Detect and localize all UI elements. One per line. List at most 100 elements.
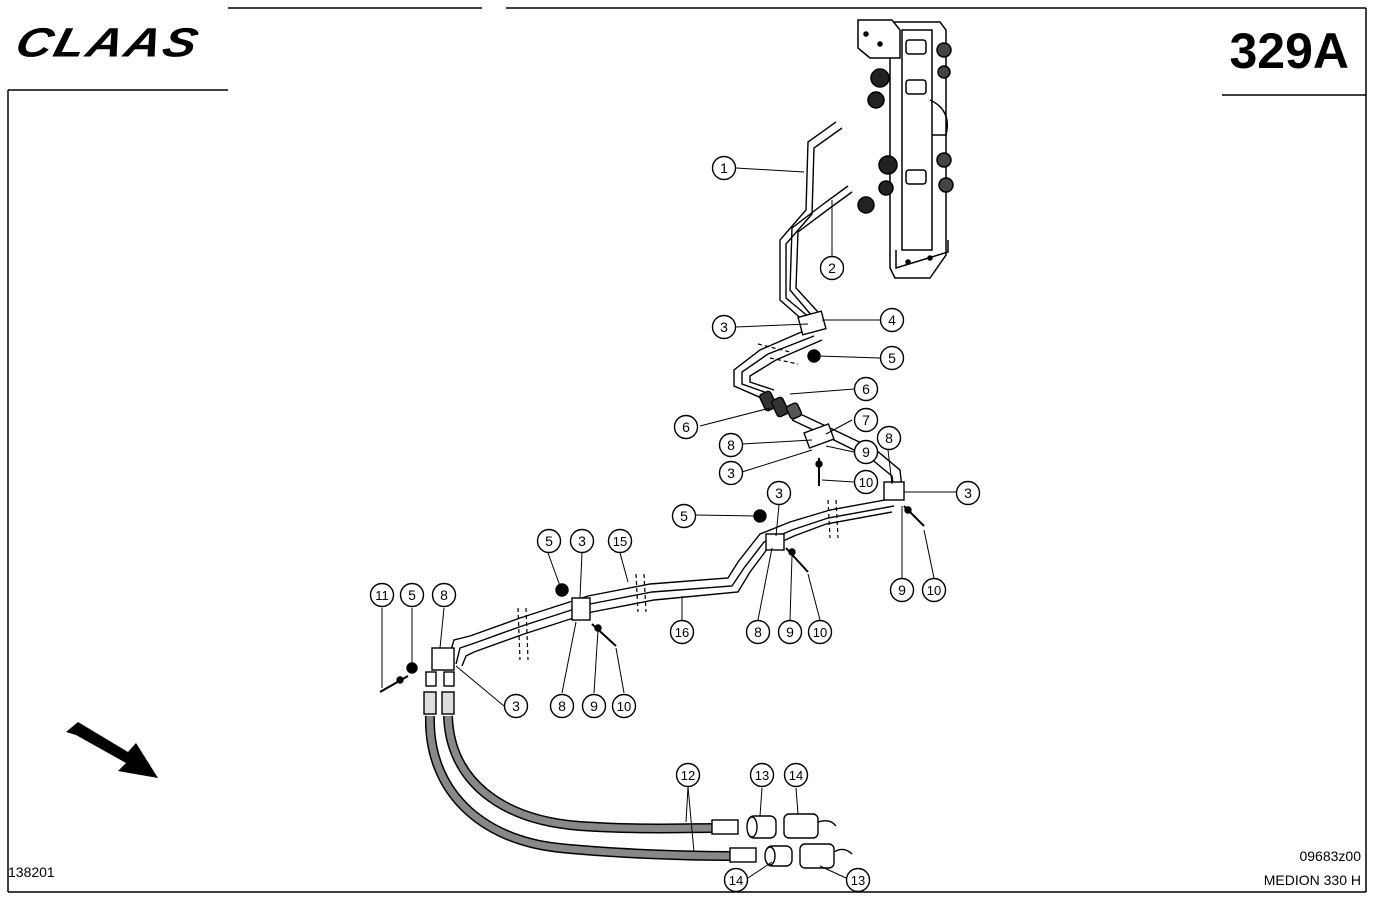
callout-3: 3 bbox=[569, 528, 595, 554]
callout-8: 8 bbox=[876, 425, 902, 451]
callout-label: 14 bbox=[729, 873, 743, 888]
callout-label: 12 bbox=[681, 768, 695, 783]
callout-circle bbox=[673, 414, 699, 440]
callout-7: 7 bbox=[853, 407, 879, 433]
callout-circle bbox=[399, 582, 425, 608]
callout-label: 10 bbox=[927, 583, 941, 598]
callout-circle bbox=[749, 762, 775, 788]
callout-label: 8 bbox=[727, 437, 735, 453]
callout-circle bbox=[955, 480, 981, 506]
callout-15: 15 bbox=[607, 528, 633, 554]
callout-label: 9 bbox=[898, 582, 906, 598]
callout-label: 8 bbox=[558, 698, 566, 714]
callout-label: 10 bbox=[617, 699, 631, 714]
document-id: 138201 bbox=[8, 864, 55, 880]
callout-label: 3 bbox=[578, 533, 586, 549]
callout-circle bbox=[711, 314, 737, 340]
callout-circle bbox=[889, 577, 915, 603]
callout-circle bbox=[807, 619, 833, 645]
callout-label: 9 bbox=[590, 698, 598, 714]
callout-circle bbox=[879, 307, 905, 333]
callout-9: 9 bbox=[581, 693, 607, 719]
callout-circle bbox=[431, 582, 457, 608]
callout-10: 10 bbox=[853, 469, 879, 495]
valve-block bbox=[857, 19, 954, 279]
callout-circle bbox=[718, 460, 744, 486]
callout-label: 15 bbox=[613, 534, 627, 549]
callout-circle bbox=[369, 582, 395, 608]
callout-10: 10 bbox=[611, 693, 637, 719]
callout-label: 5 bbox=[888, 350, 896, 366]
drawing-id: 09683z00 bbox=[1299, 848, 1361, 864]
callout-8: 8 bbox=[718, 432, 744, 458]
callout-12: 12 bbox=[675, 762, 701, 788]
callout-label: 6 bbox=[862, 381, 870, 397]
callout-circle bbox=[921, 577, 947, 603]
page-number: 329A bbox=[1229, 23, 1349, 79]
callout-8: 8 bbox=[549, 693, 575, 719]
callout-circle bbox=[745, 619, 771, 645]
callout-1: 1 bbox=[711, 155, 737, 181]
callout-4: 4 bbox=[879, 307, 905, 333]
callout-circle bbox=[581, 693, 607, 719]
sheet-frame bbox=[7, 7, 1367, 893]
callout-label: 3 bbox=[964, 485, 972, 501]
callout-circle bbox=[503, 693, 529, 719]
callout-3: 3 bbox=[718, 460, 744, 486]
callout-5: 5 bbox=[671, 503, 697, 529]
model-name: MEDION 330 H bbox=[1263, 872, 1361, 888]
callout-circle bbox=[783, 762, 809, 788]
clamps-and-fittings bbox=[379, 310, 925, 715]
callout-16: 16 bbox=[669, 619, 695, 645]
callout-3: 3 bbox=[766, 480, 792, 506]
callout-8: 8 bbox=[745, 619, 771, 645]
hoses bbox=[424, 715, 757, 863]
callout-circle bbox=[611, 693, 637, 719]
callout-13: 13 bbox=[749, 762, 775, 788]
callout-label: 8 bbox=[440, 587, 448, 603]
callout-label: 16 bbox=[675, 625, 689, 640]
callout-label: 13 bbox=[755, 768, 769, 783]
callout-label: 13 bbox=[851, 873, 865, 888]
callout-label: 3 bbox=[720, 319, 728, 335]
callout-label: 5 bbox=[545, 533, 553, 549]
callout-5: 5 bbox=[536, 528, 562, 554]
callout-2: 2 bbox=[819, 255, 845, 281]
callout-label: 11 bbox=[375, 588, 389, 603]
callout-label: 10 bbox=[813, 625, 827, 640]
callout-label: 10 bbox=[859, 475, 873, 490]
callout-3: 3 bbox=[503, 693, 529, 719]
callout-circle bbox=[711, 155, 737, 181]
callout-label: 14 bbox=[789, 768, 803, 783]
callout-circle bbox=[671, 503, 697, 529]
callout-9: 9 bbox=[777, 619, 803, 645]
callout-circle bbox=[669, 619, 695, 645]
callout-14: 14 bbox=[783, 762, 809, 788]
callout-circle bbox=[853, 439, 879, 465]
callout-9: 9 bbox=[853, 439, 879, 465]
pipe-runs bbox=[447, 121, 903, 667]
leader-lines bbox=[381, 167, 956, 879]
callout-14: 14 bbox=[723, 867, 749, 893]
callout-circle bbox=[777, 619, 803, 645]
break-markers bbox=[517, 343, 839, 661]
callout-circle bbox=[853, 376, 879, 402]
callout-circle bbox=[845, 867, 871, 893]
callout-5: 5 bbox=[399, 582, 425, 608]
callout-10: 10 bbox=[921, 577, 947, 603]
callout-label: 8 bbox=[885, 430, 893, 446]
callout-label: 9 bbox=[862, 444, 870, 460]
callout-13: 13 bbox=[845, 867, 871, 893]
callout-label: 1 bbox=[720, 160, 728, 176]
callout-label: 5 bbox=[680, 508, 688, 524]
callout-3: 3 bbox=[711, 314, 737, 340]
callout-5: 5 bbox=[879, 345, 905, 371]
callout-6: 6 bbox=[673, 414, 699, 440]
callout-circle bbox=[718, 432, 744, 458]
quick-couplers bbox=[746, 813, 853, 869]
callout-11: 11 bbox=[369, 582, 395, 608]
callout-circle bbox=[853, 407, 879, 433]
callout-circle bbox=[766, 480, 792, 506]
